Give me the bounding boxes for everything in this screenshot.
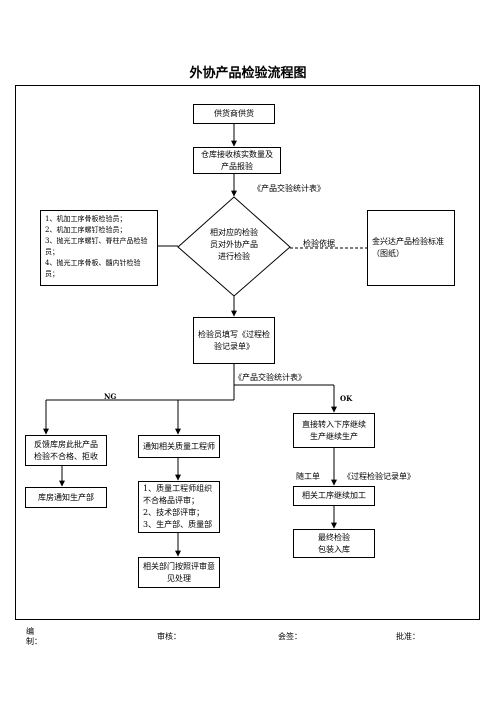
warehouse-notify-production-box: 库房通知生产部: [25, 487, 107, 508]
process-record-label: 《过程检验记录单》: [343, 472, 415, 481]
inspection-record-box: 检验员填写《过程检 验记录单》: [193, 317, 275, 364]
reviewed-by-label: 审核：: [157, 632, 181, 641]
supplier-box: 供货商供货: [193, 104, 275, 124]
diagram-frame: [15, 85, 480, 620]
warehouse-receipt-box: 仓库接收核实数量及 产品报验: [193, 147, 281, 174]
stats-table-label-2: 《产品交验统计表》: [234, 373, 306, 382]
countersign-label: 会签：: [278, 632, 302, 641]
inspection-decision-diamond: [177, 196, 291, 297]
work-ticket-label: 随工单: [296, 472, 320, 481]
prepared-by-label: 编 制：: [26, 627, 42, 646]
inspection-basis-label: 检验依据: [303, 239, 335, 248]
final-inspection-box: 最终检验 包装入库: [293, 529, 375, 558]
continue-processing-box: 相关工序继续加工: [293, 486, 375, 506]
approved-by-label: 批准：: [396, 632, 420, 641]
inspection-decision-text: 相对应的检验 员对外协产品 进行检验: [210, 228, 258, 261]
stats-table-label-1: 《产品交验统计表》: [253, 184, 325, 193]
inspection-standard-box: 金兴达产品检验标准（图纸）: [367, 210, 455, 286]
ok-label: OK: [340, 394, 353, 403]
notify-quality-engineer-box: 通知相关质量工程师: [138, 435, 220, 458]
next-process-box: 直接转入下序继续 生产继续生产: [293, 413, 375, 448]
inspectors-list-box: 1、机加工序骨板检验员； 2、机加工序螺钉检验员； 3、抛光工序螺钉、脊柱产品检…: [40, 210, 158, 286]
review-steps-box: 1、质量工程师组织 不合格品评审； 2、技术部评审； 3、生产部、质量部: [138, 481, 220, 533]
handle-per-review-box: 相关部门按照评审意 见处理: [138, 557, 220, 588]
reject-feedback-box: 反馈库房此批产品 检验不合格、拒收: [25, 435, 107, 466]
page-title: 外协产品检验流程图: [189, 66, 307, 81]
ng-label: NG: [104, 392, 117, 401]
